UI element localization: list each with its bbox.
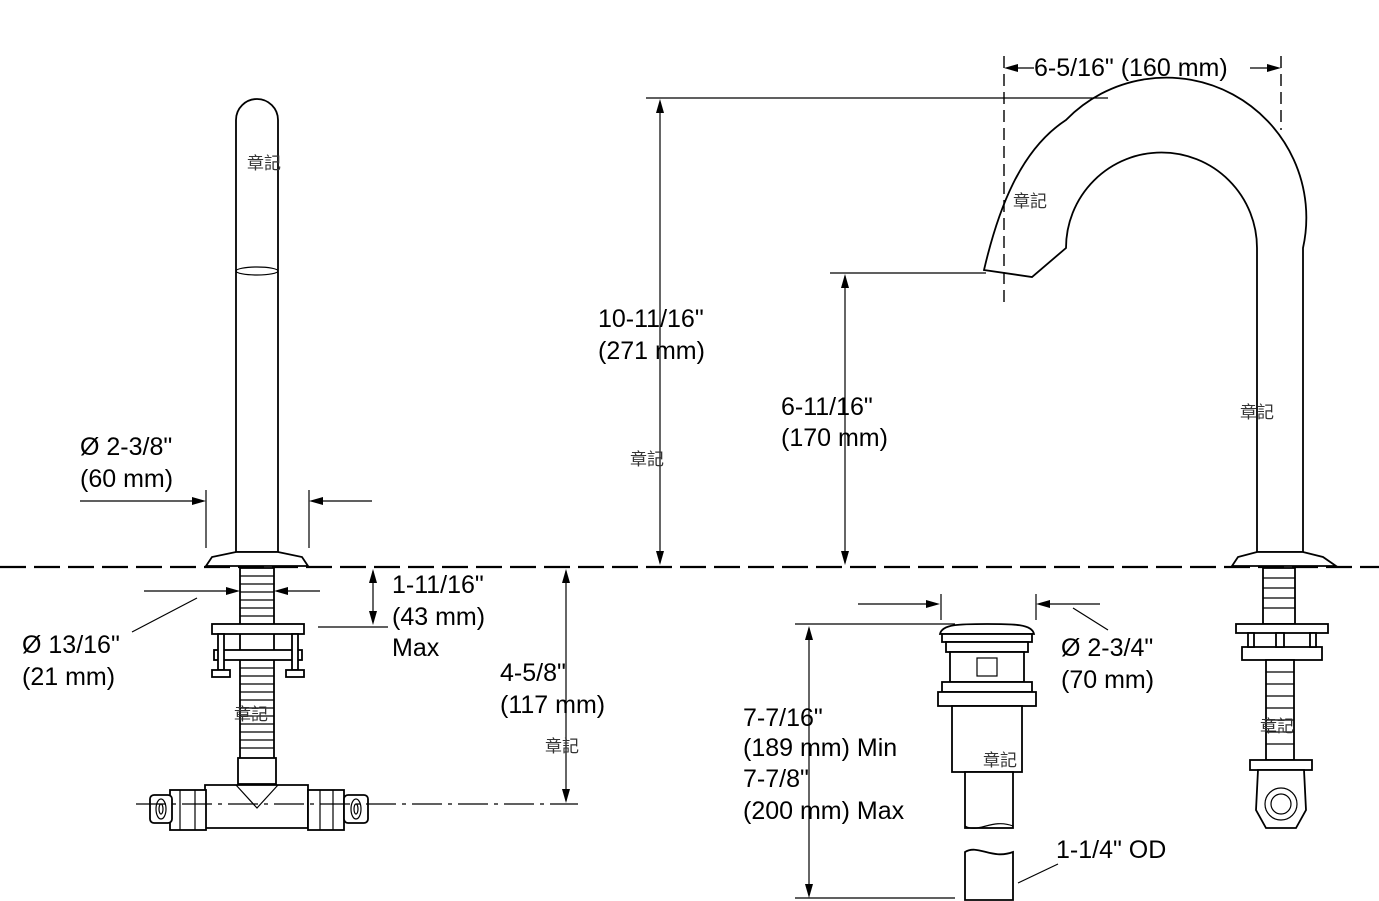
spout-base-dia-mm-label: (60 mm): [80, 465, 174, 493]
watermark: 章記: [247, 154, 281, 174]
drain-length-max-in-label: 7-7/8": [743, 765, 809, 793]
spout-height-in-label: 10-11/16": [598, 305, 704, 333]
drain-length-min-mm-label: (189 mm) Min: [743, 734, 898, 762]
deck-thickness-mm-label: (43 mm): [392, 603, 486, 631]
spout-height-mm-label: (271 mm): [598, 337, 705, 365]
below-deck-mm-label: (117 mm): [500, 691, 606, 719]
drain-length-max-mm-label: (200 mm) Max: [743, 797, 905, 825]
tailpiece-od-label: 1-1/4" OD: [1056, 836, 1167, 864]
watermark: 章記: [1240, 403, 1274, 423]
shank-dia-in-label: Ø 13/16": [22, 631, 120, 659]
spout-base-dia-in-label: Ø 2-3/8": [80, 433, 173, 461]
watermark: 章記: [1260, 717, 1294, 737]
watermark: 章記: [1013, 192, 1047, 212]
shank-dia-mm-label: (21 mm): [22, 663, 116, 691]
spout-dimension-lines: [646, 56, 1282, 565]
spout-clearance-mm-label: (170 mm): [781, 424, 888, 452]
deck-thickness-max-label: Max: [392, 634, 440, 662]
watermark: 章記: [630, 450, 664, 470]
watermark: 章記: [234, 705, 268, 725]
drain-dia-mm-label: (70 mm): [1061, 666, 1155, 694]
drain-assembly: [795, 594, 1109, 901]
watermark: 章記: [983, 751, 1017, 771]
watermark: 章記: [545, 737, 579, 757]
spout-assembly: [982, 76, 1339, 829]
spout-clearance-in-label: 6-11/16": [781, 393, 873, 421]
handle-assembly: [136, 98, 578, 831]
deck-thickness-in-label: 1-11/16": [392, 571, 484, 599]
spout-reach-label: 6-5/16" (160 mm): [1034, 54, 1228, 82]
drain-dia-in-label: Ø 2-3/4": [1061, 634, 1154, 662]
below-deck-in-label: 4-5/8": [500, 659, 566, 687]
handle-dimension-lines: [80, 490, 570, 803]
drain-length-min-in-label: 7-7/16": [743, 704, 823, 732]
